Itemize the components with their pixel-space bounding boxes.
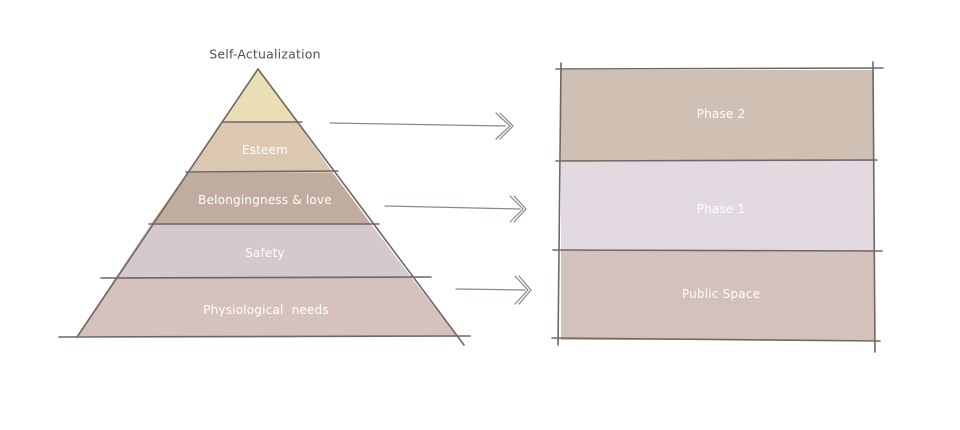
phase-row-phase-2 <box>561 70 874 161</box>
pyramid-level-physiological-label: Physiological needs <box>203 303 329 317</box>
pyramid-level-safety <box>116 224 411 277</box>
pyramid-apex-label: Self-Actualization <box>209 46 321 62</box>
arrow-belongingness-to-phase-1 <box>384 195 527 223</box>
pyramid-level-esteem <box>187 122 333 173</box>
phase-block-outline <box>551 61 884 353</box>
phase-row-public-space <box>561 250 874 340</box>
pyramid-level-esteem-label: Esteem <box>241 143 289 157</box>
pyramid-apex <box>221 70 297 122</box>
phase-2-label: Phase 2 <box>696 107 746 121</box>
pyramid-level-belongingness-label: Belongingness & love <box>198 193 332 207</box>
arrow-esteem-to-phase-2 <box>329 112 514 140</box>
public-space-label: Public Space <box>681 287 761 301</box>
phase-row-phase-1 <box>561 161 874 250</box>
pyramid-outline <box>58 68 471 346</box>
phase-1-label: Phase 1 <box>696 202 746 216</box>
arrow-physiological-to-public-space <box>455 275 532 305</box>
pyramid-level-belongingness <box>151 173 371 224</box>
pyramid-level-safety-label: Safety <box>245 246 285 260</box>
pyramid-level-physiological <box>77 277 457 336</box>
